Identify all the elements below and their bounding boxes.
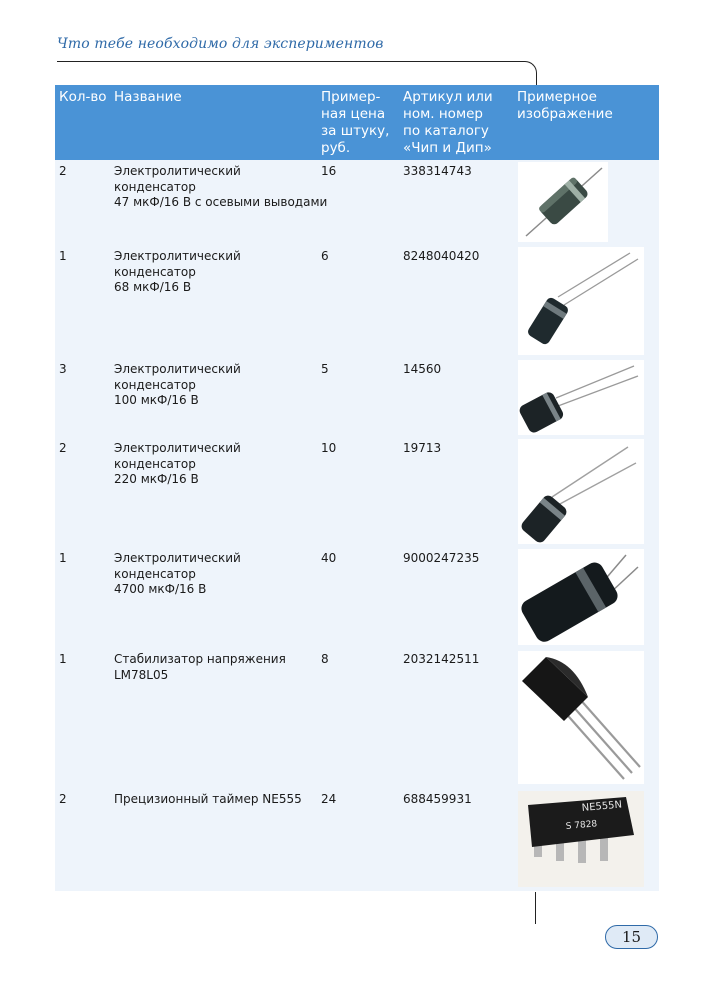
- row-qty: 2: [59, 164, 67, 178]
- row-price: 16: [321, 164, 337, 178]
- row-name: Электролитический конденсатор 4700 мкФ/1…: [114, 551, 241, 596]
- row-price: 6: [321, 249, 329, 263]
- row-article: 14560: [403, 362, 442, 376]
- row-name: Электролитический конденсатор 47 мкФ/16 …: [114, 164, 328, 209]
- table-row: 1 Стабилизатор напряжения LM78L05 8 2032…: [55, 648, 659, 788]
- row-price: 40: [321, 551, 337, 565]
- table-row: 2 Электролитический конденсатор 47 мкФ/1…: [55, 160, 659, 245]
- row-article: 2032142511: [403, 652, 480, 666]
- row-article: 8248040420: [403, 249, 480, 263]
- row-name: Электролитический конденсатор 100 мкФ/16…: [114, 362, 241, 407]
- radial-capacitor-icon: [518, 439, 644, 544]
- row-qty: 1: [59, 551, 67, 565]
- table-row: 1 Электролитический конденсатор 4700 мкФ…: [55, 547, 659, 648]
- header-name: Название: [114, 89, 182, 105]
- row-qty: 2: [59, 441, 67, 455]
- row-article: 338314743: [403, 164, 472, 178]
- row-price: 8: [321, 652, 329, 666]
- row-name: Прецизионный таймер NE555: [114, 792, 302, 806]
- row-price: 10: [321, 441, 337, 455]
- row-price: 24: [321, 792, 337, 806]
- running-head: Что тебе необходимо для экспериментов: [57, 36, 384, 52]
- chip-marking-bottom: S 7828: [565, 819, 598, 832]
- row-qty: 3: [59, 362, 67, 376]
- row-article: 9000247235: [403, 551, 480, 565]
- radial-capacitor-icon: [518, 360, 644, 435]
- row-qty: 1: [59, 652, 67, 666]
- radial-capacitor-icon: [518, 247, 644, 355]
- chip-marking-top: NE555N: [581, 800, 622, 814]
- axial-capacitor-icon: [518, 162, 608, 242]
- row-article: 688459931: [403, 792, 472, 806]
- row-qty: 1: [59, 249, 67, 263]
- header-article: Артикул или ном. номер по каталогу «Чип …: [403, 89, 493, 156]
- row-name: Электролитический конденсатор 220 мкФ/16…: [114, 441, 241, 486]
- row-qty: 2: [59, 792, 67, 806]
- bottom-rule: [535, 892, 536, 924]
- radial-capacitor-icon: [518, 549, 644, 645]
- row-name: Электролитический конденсатор 68 мкФ/16 …: [114, 249, 241, 294]
- row-name: Стабилизатор напряжения LM78L05: [114, 652, 286, 682]
- header-image: Примерное изображение: [517, 89, 613, 122]
- table-row: 2 Прецизионный таймер NE555 24 688459931…: [55, 788, 659, 891]
- top-rule-corner: [520, 61, 537, 86]
- table-row: 1 Электролитический конденсатор 68 мкФ/1…: [55, 245, 659, 358]
- to92-regulator-icon: [518, 651, 644, 784]
- top-rule: [57, 61, 525, 62]
- dip8-chip-icon: NE555N S 7828: [518, 791, 644, 887]
- header-qty: Кол-во: [59, 89, 107, 105]
- row-article: 19713: [403, 441, 442, 455]
- header-price: Пример- ная цена за штуку, руб.: [321, 89, 390, 156]
- table-header: Кол-во Название Пример- ная цена за штук…: [55, 85, 659, 160]
- components-table: Кол-во Название Пример- ная цена за штук…: [55, 85, 659, 891]
- table-row: 2 Электролитический конденсатор 220 мкФ/…: [55, 437, 659, 547]
- row-price: 5: [321, 362, 329, 376]
- page-number: 15: [605, 925, 658, 949]
- table-row: 3 Электролитический конденсатор 100 мкФ/…: [55, 358, 659, 437]
